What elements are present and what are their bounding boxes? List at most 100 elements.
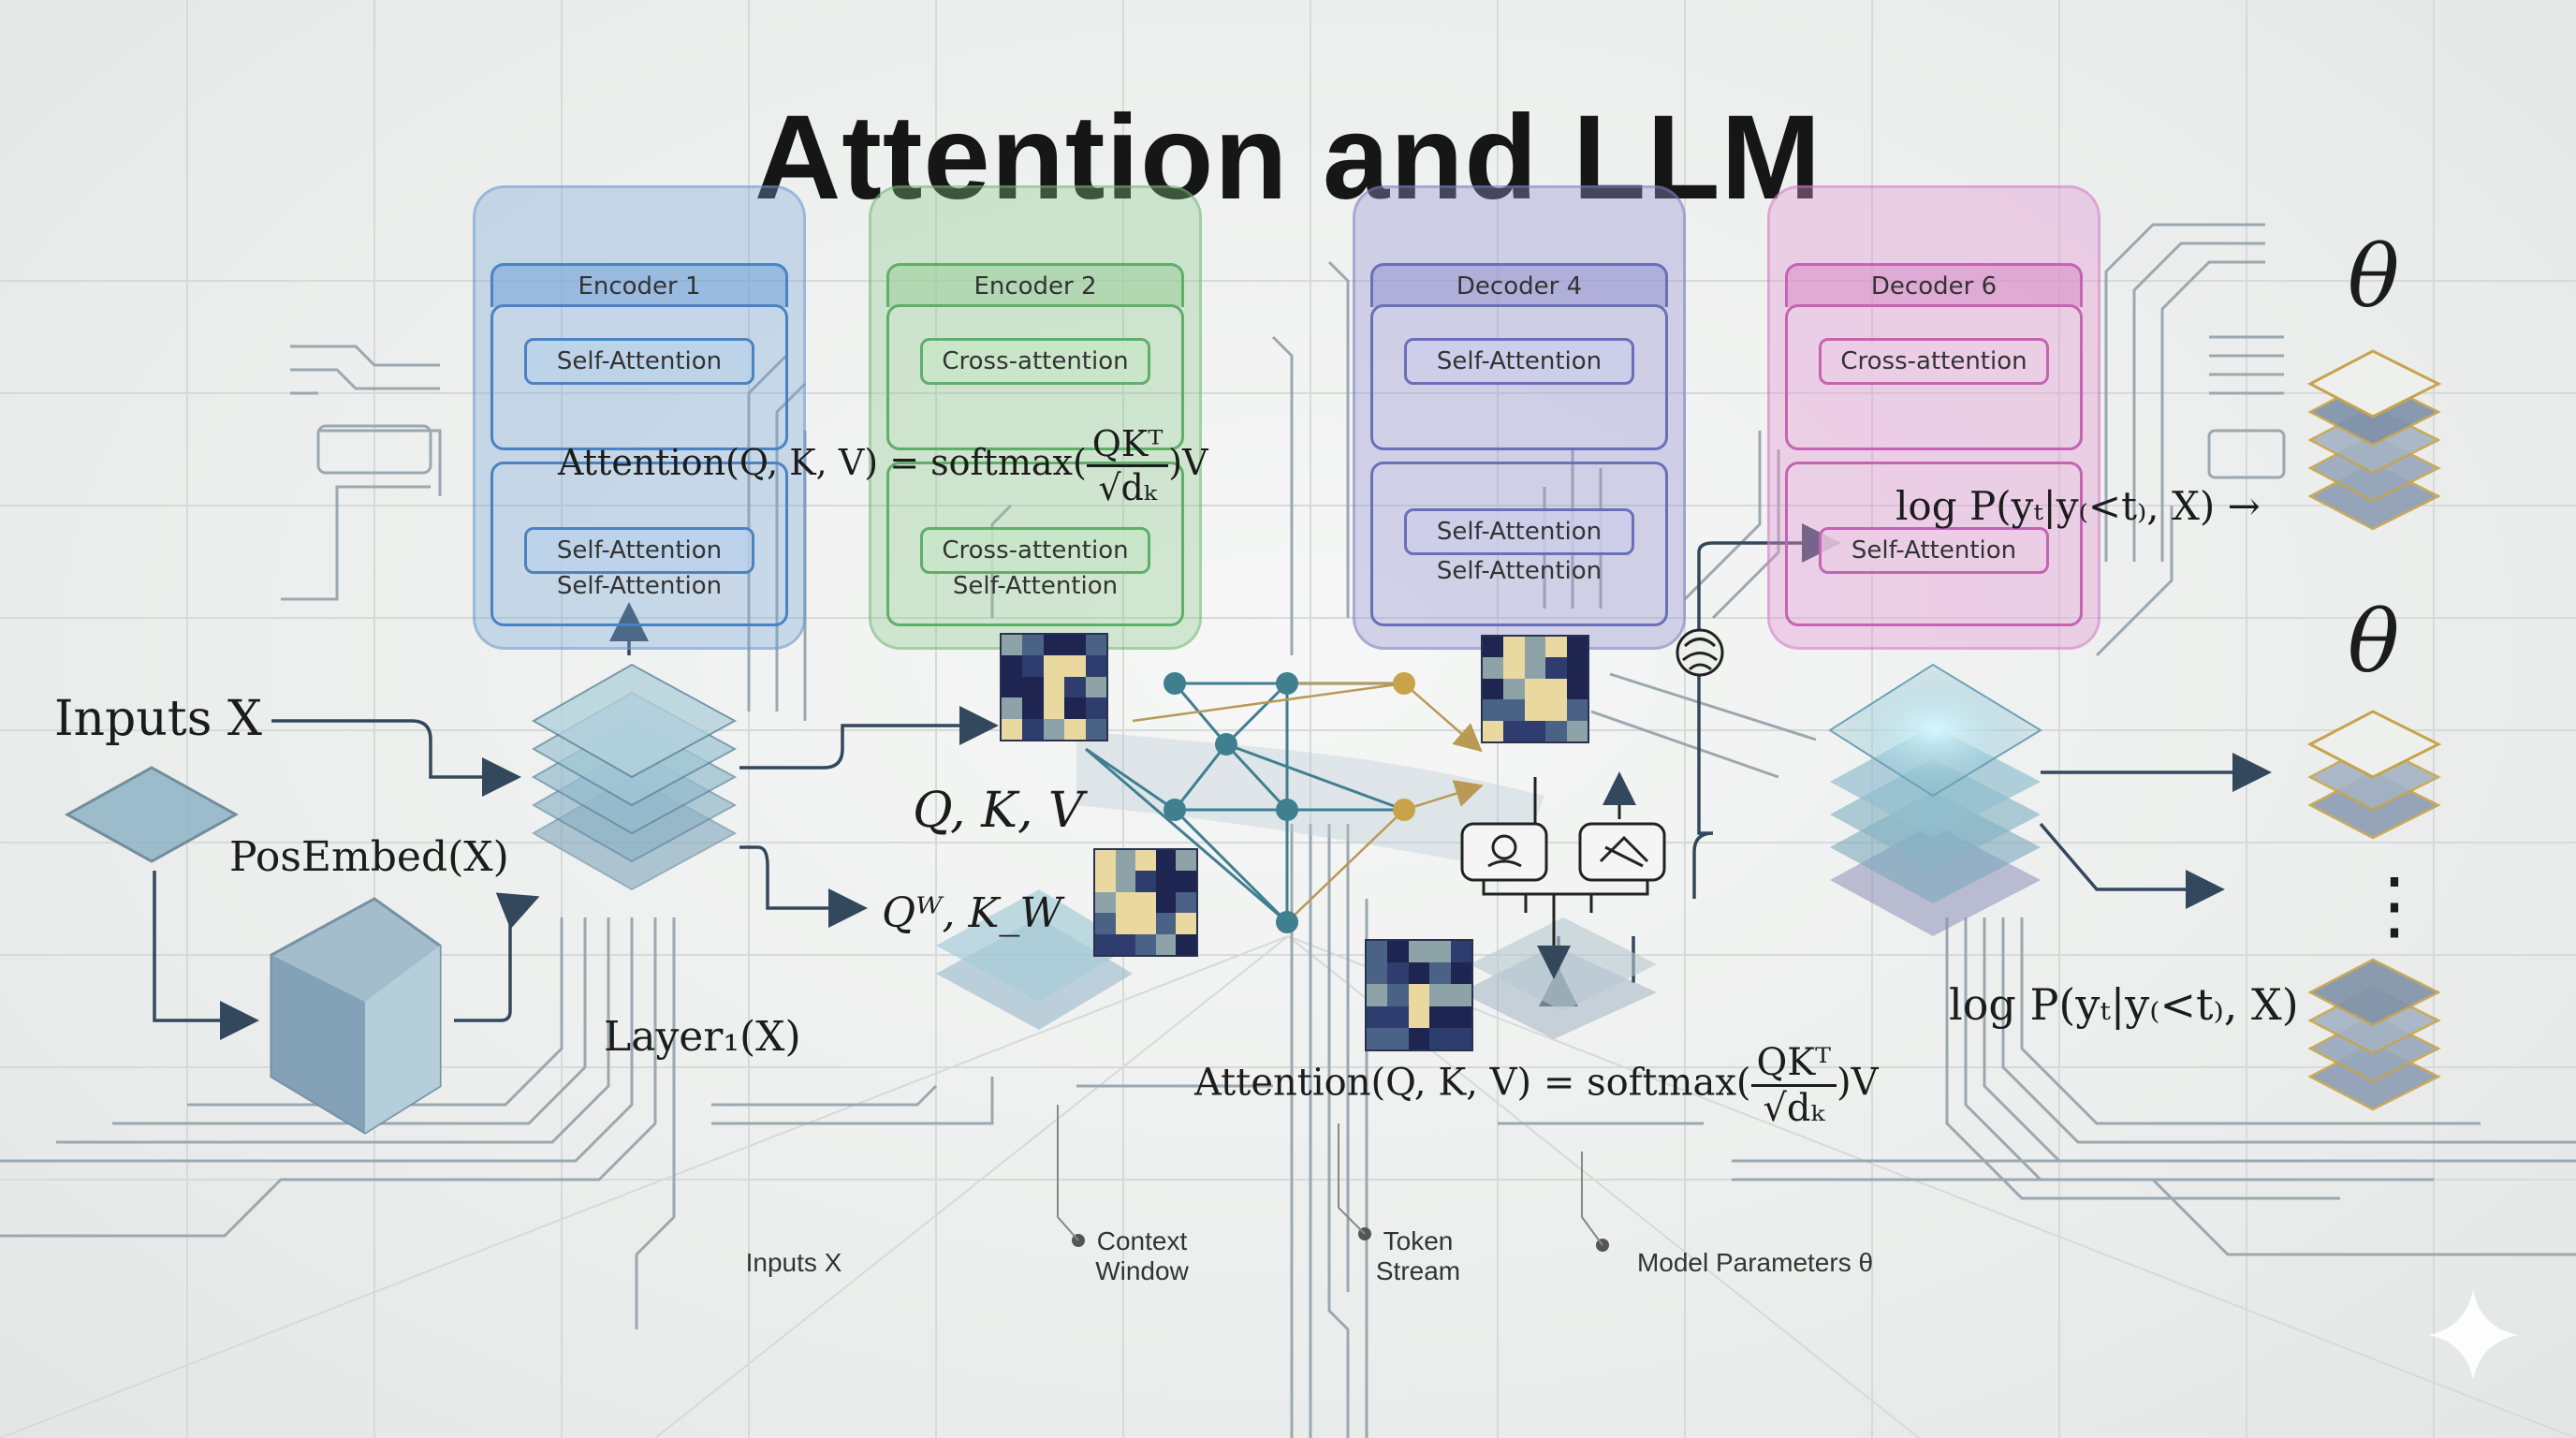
encoder-1-panel: Encoder 1 Self-Attention Self-Attention … bbox=[473, 185, 806, 650]
heatmap-cell bbox=[1566, 720, 1588, 741]
decoder-4-bottom-block: Self-Attention bbox=[1404, 508, 1634, 555]
heatmap-cell bbox=[1503, 637, 1525, 658]
heatmap-cell bbox=[1367, 962, 1388, 985]
heatmap-cell bbox=[1483, 720, 1504, 741]
heatmap-cell bbox=[1566, 637, 1588, 658]
heatmap-cell bbox=[1043, 718, 1065, 740]
encoder-2-panel: Encoder 2 Cross-attention Cross-attentio… bbox=[869, 185, 1202, 650]
encoder-2-top-frame bbox=[886, 304, 1184, 450]
attention-formula-top-numerator: QKᵀ bbox=[1086, 423, 1169, 467]
decoder-6-bottom-block: Self-Attention bbox=[1819, 527, 2049, 574]
decoder-6-bottom-frame bbox=[1785, 462, 2083, 626]
caption-inputs: Inputs X bbox=[745, 1248, 842, 1277]
heatmap-cell bbox=[1135, 850, 1156, 872]
qw-kw-label: Qᵂ, K_W bbox=[882, 889, 1062, 937]
heatmap-cell bbox=[1095, 933, 1116, 955]
tool-icon bbox=[1578, 822, 1666, 882]
main-layer-stack bbox=[531, 663, 738, 891]
logp-label-bottom: log P(yₜ|y₍<t₎, X) bbox=[1949, 979, 2299, 1030]
heatmap-cell bbox=[1002, 697, 1023, 719]
brain-icon bbox=[1676, 628, 1724, 677]
qkv-label: Q, K, V bbox=[913, 783, 1084, 839]
heatmap-cell bbox=[1566, 657, 1588, 679]
heatmap-cell bbox=[1022, 635, 1044, 656]
heatmap-cell bbox=[1545, 637, 1567, 658]
heatmap-cell bbox=[1043, 655, 1065, 677]
heatmap-cell bbox=[1135, 871, 1156, 892]
caption-context-window: Context Window bbox=[1095, 1226, 1189, 1285]
caption-model-parameters: Model Parameters θ bbox=[1636, 1248, 1874, 1277]
inputs-label: Inputs X bbox=[54, 691, 262, 747]
heatmap-cell bbox=[1429, 984, 1451, 1006]
heatmap-cell bbox=[1095, 850, 1116, 872]
encoder-1-bottom-frame bbox=[490, 462, 788, 626]
attention-heatmap-3 bbox=[1481, 635, 1589, 743]
heatmap-cell bbox=[1085, 635, 1106, 656]
heatmap-cell bbox=[1115, 891, 1136, 914]
heatmap-cell bbox=[1450, 1027, 1471, 1049]
heatmap-cell bbox=[1429, 941, 1451, 963]
heatmap-cell bbox=[1566, 699, 1588, 721]
encoder-1-header: Encoder 1 bbox=[490, 263, 788, 307]
heatmap-cell bbox=[1022, 718, 1044, 740]
attention-formula-bottom-numerator: QKᵀ bbox=[1750, 1041, 1837, 1087]
heatmap-cell bbox=[1483, 657, 1504, 679]
heatmap-cell bbox=[1002, 655, 1023, 677]
theta-stack-1 bbox=[2306, 349, 2442, 531]
heatmap-cell bbox=[1483, 637, 1504, 658]
heatmap-cell bbox=[1115, 850, 1136, 872]
heatmap-cell bbox=[1135, 891, 1156, 914]
heatmap-cell bbox=[1450, 962, 1471, 985]
heatmap-cell bbox=[1155, 850, 1177, 872]
heatmap-cell bbox=[1176, 850, 1196, 872]
heatmap-cell bbox=[1524, 657, 1546, 679]
heatmap-cell bbox=[1085, 676, 1106, 698]
heatmap-cell bbox=[1085, 655, 1106, 677]
heatmap-cell bbox=[1043, 697, 1065, 719]
theta-symbol-2: θ bbox=[2348, 592, 2400, 692]
heatmap-cell bbox=[1085, 718, 1106, 740]
heatmap-cell bbox=[1545, 699, 1567, 721]
heatmap-cell bbox=[1450, 1005, 1471, 1028]
encoder-2-bottom-frame bbox=[886, 462, 1184, 626]
encoder-1-bottom-label: Self-Attention bbox=[556, 572, 723, 600]
heatmap-cell bbox=[1408, 962, 1430, 985]
heatmap-cell bbox=[1115, 933, 1136, 955]
encoder-1-bottom-block: Self-Attention bbox=[524, 527, 754, 574]
heatmap-cell bbox=[1064, 655, 1086, 677]
decoder-4-header: Decoder 4 bbox=[1370, 263, 1668, 307]
heatmap-cell bbox=[1367, 1027, 1388, 1049]
heatmap-cell bbox=[1064, 718, 1086, 740]
heatmap-cell bbox=[1503, 699, 1525, 721]
heatmap-cell bbox=[1429, 962, 1451, 985]
decoder-6-panel: Decoder 6 Cross-attention Self-Attention bbox=[1767, 185, 2100, 650]
encoder-2-header: Encoder 2 bbox=[886, 263, 1184, 307]
decoder-6-top-frame bbox=[1785, 304, 2083, 450]
decoder-layer-stack bbox=[1828, 663, 2042, 936]
heatmap-cell bbox=[1387, 941, 1409, 963]
heatmap-cell bbox=[1115, 871, 1136, 892]
theta-stack-3 bbox=[2307, 958, 2441, 1111]
heatmap-cell bbox=[1367, 984, 1388, 1006]
decoder-4-top-frame bbox=[1370, 304, 1668, 450]
decoder-4-bottom-frame bbox=[1370, 462, 1668, 626]
attention-formula-top: Attention(Q, K, V) = softmax(QKᵀ√dₖ)V bbox=[558, 423, 1208, 508]
heatmap-cell bbox=[1367, 941, 1388, 963]
attention-formula-bottom-denominator: √dₖ bbox=[1763, 1087, 1825, 1130]
heatmap-cell bbox=[1387, 1027, 1409, 1049]
encoder-1-top-block: Self-Attention bbox=[524, 338, 754, 385]
decoder-6-top-block: Cross-attention bbox=[1819, 338, 2049, 385]
heatmap-cell bbox=[1135, 933, 1156, 955]
router-icon bbox=[1460, 822, 1548, 882]
heatmap-cell bbox=[1524, 699, 1546, 721]
heatmap-cell bbox=[1155, 891, 1177, 914]
decoder-4-top-block: Self-Attention bbox=[1404, 338, 1634, 385]
posembed-cube bbox=[270, 897, 442, 1135]
heatmap-cell bbox=[1503, 678, 1525, 700]
page-title: Attention and LLM bbox=[754, 91, 1822, 225]
attention-formula-bottom-rhs: )V bbox=[1836, 1061, 1879, 1105]
layer-label: Layer₁(X) bbox=[604, 1013, 801, 1061]
decoder-4-bottom-label: Self-Attention bbox=[1436, 557, 1603, 585]
caption-token-stream: Token Stream bbox=[1375, 1226, 1461, 1285]
